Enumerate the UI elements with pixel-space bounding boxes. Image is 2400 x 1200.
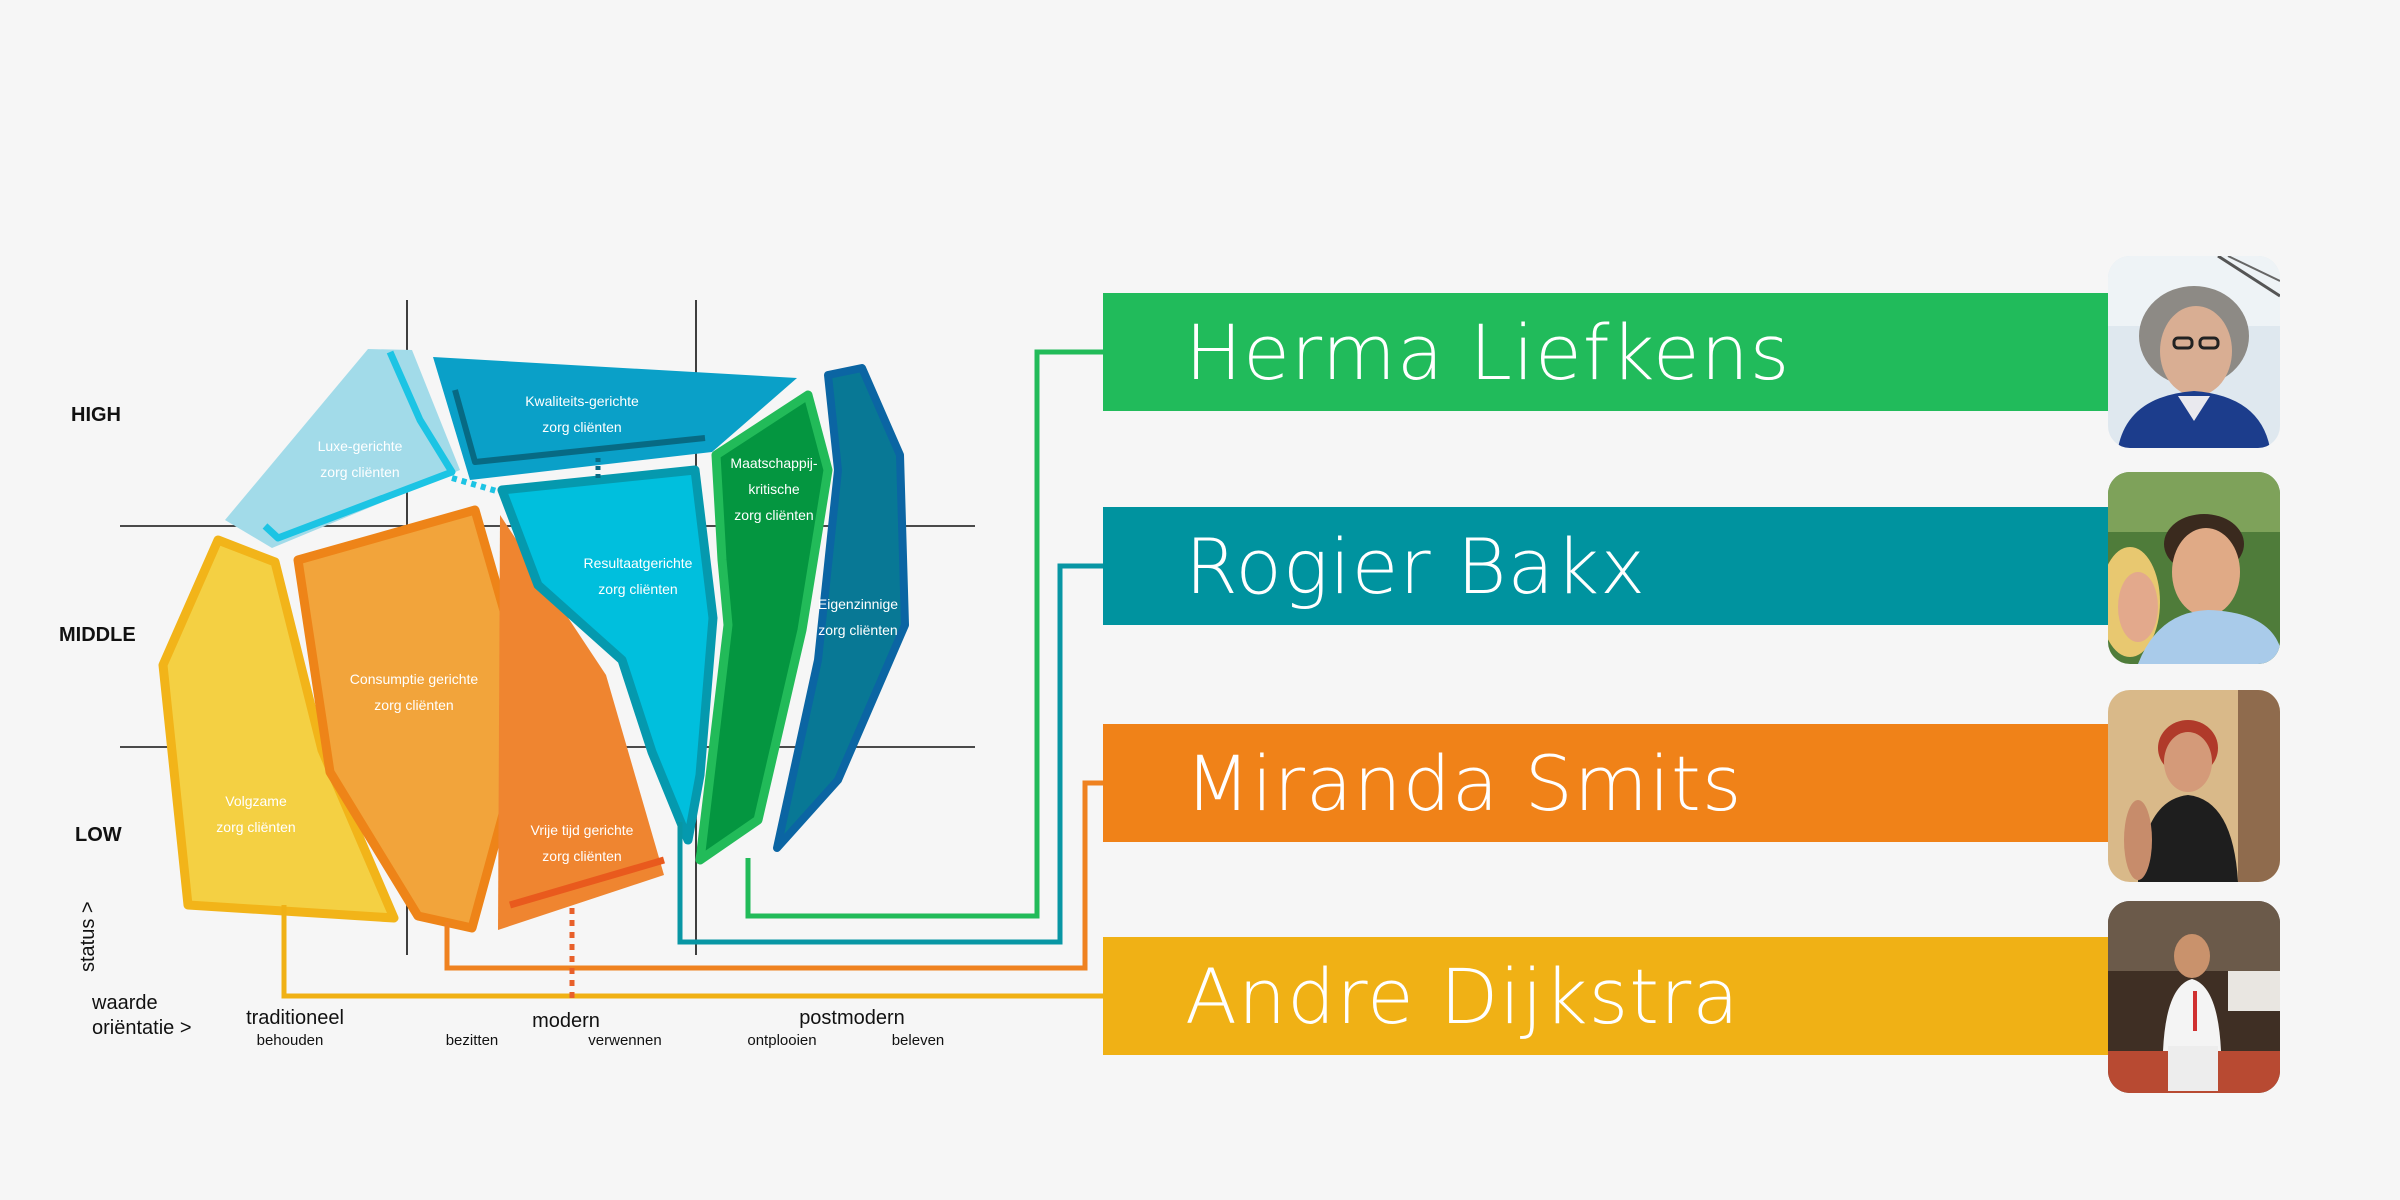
sub-verwennen: verwennen: [588, 1032, 661, 1049]
vertical-axis-label: status >: [77, 901, 99, 972]
horizontal-axis-label-2: oriëntatie >: [92, 1017, 192, 1039]
segment-label-line: zorg cliënten: [374, 697, 453, 713]
segment-label-kwaliteit: Kwaliteits-gerichte zorg cliënten: [525, 393, 639, 435]
person-bar-andre[interactable]: Andre Dijkstra: [1103, 937, 2108, 1055]
segment-label-luxe: Luxe-gerichte zorg cliënten: [318, 438, 403, 480]
segment-label-resultaat: Resultaatgerichte zorg cliënten: [584, 555, 693, 597]
segment-consumptie-shape[interactable]: [293, 505, 537, 933]
segment-label-line: kritische: [748, 481, 800, 497]
segment-luxe-shape[interactable]: [225, 349, 460, 548]
segment-label-line: zorg cliënten: [734, 507, 813, 523]
segment-label-volgzaam: Volgzame zorg cliënten: [216, 793, 295, 835]
segment-label-consumptie: Consumptie gerichte zorg cliënten: [350, 671, 479, 713]
connector-miranda: [444, 780, 1103, 971]
person-bar-miranda[interactable]: Miranda Smits: [1103, 724, 2108, 842]
segment-label-line: Volgzame: [225, 793, 287, 809]
segment-label-line: Resultaatgerichte: [584, 555, 693, 571]
sub-bezitten: bezitten: [446, 1032, 499, 1049]
segment-label-line: zorg cliënten: [818, 622, 897, 638]
axis-labels: HIGH MIDDLE LOW status > waarde oriëntat…: [59, 404, 944, 1049]
segment-label-line: zorg cliënten: [320, 464, 399, 480]
segment-label-line: zorg cliënten: [542, 419, 621, 435]
segment-label-line: zorg cliënten: [542, 848, 621, 864]
segment-vrijetijd-shape[interactable]: [498, 515, 664, 930]
connector-lines: [281, 349, 1103, 1003]
level-middle: MIDDLE: [59, 624, 136, 646]
connector-andre: [281, 905, 1103, 999]
segment-maatschappij-shape[interactable]: [695, 390, 833, 865]
segment-label-vrijetijd: Vrije tijd gerichte zorg cliënten: [531, 822, 634, 864]
connector-rogier: [677, 563, 1103, 945]
person-bar-herma[interactable]: Herma Liefkens: [1103, 293, 2108, 411]
segment-label-line: Consumptie gerichte: [350, 671, 479, 687]
connector-herma: [745, 349, 1103, 919]
person-bar-rogier[interactable]: Rogier Bakx: [1103, 507, 2108, 625]
person-name: Andre Dijkstra: [1185, 951, 1740, 1041]
photo-rogier: [2108, 472, 2280, 664]
segment-label-line: zorg cliënten: [598, 581, 677, 597]
photo-miranda: [2108, 690, 2280, 882]
person-name: Herma Liefkens: [1185, 307, 1791, 397]
orientation-traditioneel: traditioneel: [246, 1007, 344, 1029]
level-low: LOW: [75, 824, 122, 846]
segment-shapes: [158, 349, 909, 933]
sub-behouden: behouden: [257, 1032, 324, 1049]
sub-ontplooien: ontplooien: [747, 1032, 816, 1049]
segment-kwaliteit-shape[interactable]: [433, 357, 797, 480]
horizontal-axis-label-1: waarde: [91, 992, 158, 1014]
segment-resultaat-shape[interactable]: [497, 465, 718, 845]
orientation-postmodern: postmodern: [799, 1007, 905, 1029]
segment-label-line: Vrije tijd gerichte: [531, 822, 634, 838]
segment-eigenzinnig-shape[interactable]: [773, 364, 909, 852]
level-high: HIGH: [71, 404, 121, 426]
person-name: Miranda Smits: [1185, 738, 1743, 828]
segment-volgzaam-shape[interactable]: [158, 535, 399, 923]
segment-label-line: zorg cliënten: [216, 819, 295, 835]
photo-andre: [2108, 901, 2280, 1093]
segment-label-line: Kwaliteits-gerichte: [525, 393, 639, 409]
segment-label-maatschappij: Maatschappij-kritische zorg cliënten: [730, 455, 817, 523]
person-name: Rogier Bakx: [1185, 521, 1647, 611]
segment-labels: Luxe-gerichte zorg cliënten Kwaliteits-ge…: [216, 393, 898, 864]
segment-label-line: Luxe-gerichte: [318, 438, 403, 454]
photo-herma: [2108, 256, 2280, 448]
segment-label-line: Eigenzinnige: [818, 596, 898, 612]
segment-label-eigenzinnig: Eigenzinnige zorg cliënten: [818, 596, 898, 638]
segment-label-line: Maatschappij-: [730, 455, 817, 471]
orientation-modern: modern: [532, 1010, 600, 1032]
sub-beleven: beleven: [892, 1032, 945, 1049]
